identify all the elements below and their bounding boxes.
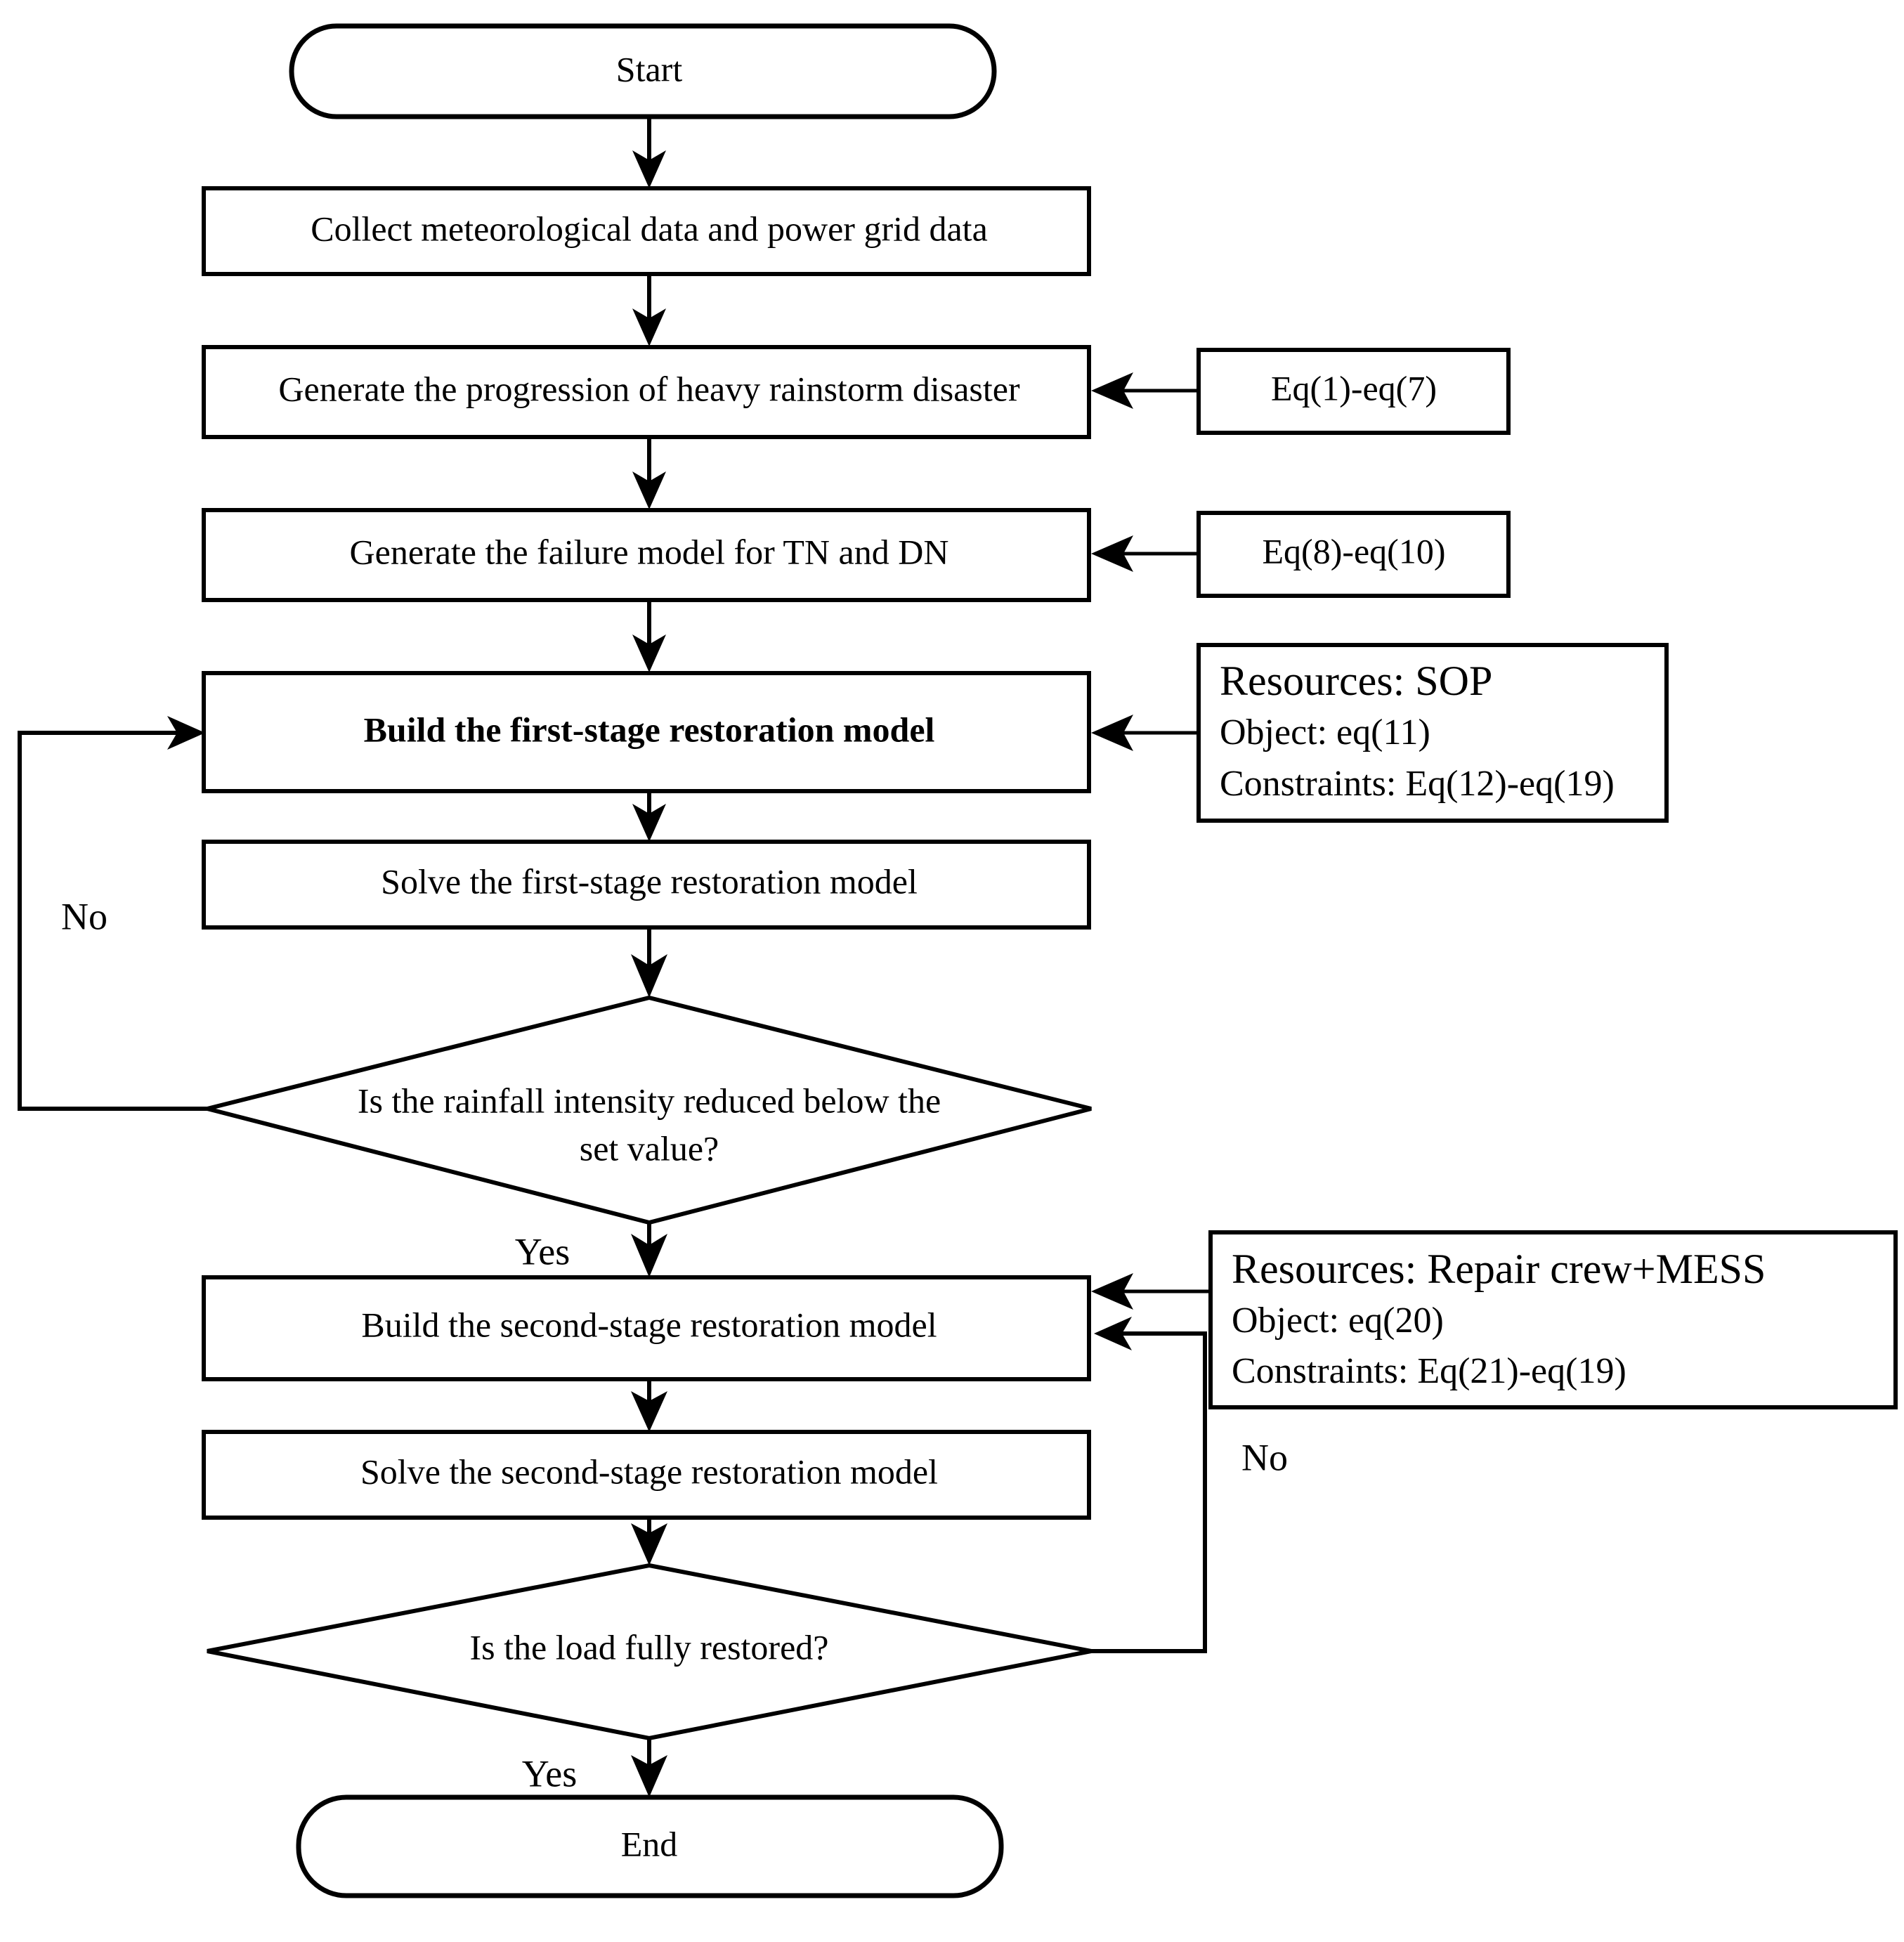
connector-no-loop-rain <box>18 716 207 1111</box>
node-build-first-stage[interactable]: Build the first-stage restoration model <box>202 671 1091 793</box>
node-generate-progression[interactable]: Generate the progression of heavy rainst… <box>202 345 1091 439</box>
side-box-eq-8-10-label: Eq(8)-eq(10) <box>1263 531 1446 571</box>
edge-label-no-rain: No <box>61 895 107 937</box>
connector-eq8-to-failure <box>1091 535 1199 572</box>
node-collect-data[interactable]: Collect meteorological data and power gr… <box>202 186 1091 276</box>
connector-failure-to-build-first <box>632 600 666 672</box>
side-box-eq-1-7[interactable]: Eq(1)-eq(7) <box>1196 348 1511 435</box>
side-box-resources-repair-heading: Resources: Repair crew+MESS <box>1232 1246 1766 1292</box>
connector-build-first-to-solve-first <box>632 791 666 842</box>
side-box-eq-1-7-label: Eq(1)-eq(7) <box>1271 368 1437 408</box>
node-decision-load-label: Is the load fully restored? <box>470 1627 829 1667</box>
node-decision-load[interactable]: Is the load fully restored? <box>207 1563 1092 1741</box>
node-generate-progression-label: Generate the progression of heavy rainst… <box>278 369 1020 408</box>
node-start-label: Start <box>616 49 683 89</box>
connector-resources-repair-to-build-second <box>1091 1273 1211 1310</box>
node-solve-second-stage-label: Solve the second-stage restoration model <box>360 1452 938 1491</box>
node-build-second-stage[interactable]: Build the second-stage restoration model <box>202 1275 1091 1381</box>
connector-decision-load-to-end <box>631 1738 667 1797</box>
node-build-second-stage-label: Build the second-stage restoration model <box>361 1305 937 1344</box>
side-box-resources-sop[interactable]: Resources: SOP Object: eq(11) Constraint… <box>1196 643 1669 823</box>
side-box-resources-sop-heading: Resources: SOP <box>1220 658 1492 704</box>
node-solve-first-stage[interactable]: Solve the first-stage restoration model <box>202 840 1091 930</box>
connector-progression-to-failure <box>632 437 666 509</box>
connector-start-to-collect <box>632 117 666 188</box>
node-collect-data-label: Collect meteorological data and power gr… <box>311 209 988 248</box>
connector-build-second-to-solve-second <box>631 1379 667 1432</box>
node-start[interactable]: Start <box>289 23 997 119</box>
node-decision-rainfall[interactable]: Is the rainfall intensity reduced below … <box>207 995 1092 1225</box>
connector-collect-to-progression <box>632 274 666 346</box>
side-box-resources-sop-constraints: Constraints: Eq(12)-eq(19) <box>1220 764 1615 804</box>
side-box-resources-repair[interactable]: Resources: Repair crew+MESS Object: eq(2… <box>1208 1230 1898 1409</box>
node-generate-failure-label: Generate the failure model for TN and DN <box>350 532 949 571</box>
connector-decision-rain-to-build-second <box>631 1223 667 1277</box>
side-box-resources-sop-object: Object: eq(11) <box>1220 712 1430 752</box>
node-solve-first-stage-label: Solve the first-stage restoration model <box>381 861 918 901</box>
node-build-first-stage-label: Build the first-stage restoration model <box>364 710 935 749</box>
node-end[interactable]: End <box>296 1794 1004 1898</box>
side-box-resources-repair-constraints: Constraints: Eq(21)-eq(19) <box>1232 1351 1626 1391</box>
edge-label-yes-load: Yes <box>522 1752 578 1794</box>
connector-solve-second-to-decision-load <box>631 1518 667 1565</box>
connector-eq1-to-progression <box>1091 372 1199 409</box>
connector-no-loop-load <box>1091 1317 1207 1653</box>
edge-label-yes-rain: Yes <box>515 1230 570 1272</box>
node-decision-rainfall-label-line1: Is the rainfall intensity reduced below … <box>358 1081 941 1120</box>
edge-label-no-load: No <box>1241 1436 1288 1478</box>
connector-resources-sop-to-build-first <box>1091 715 1199 751</box>
connector-solve-first-to-decision-rain <box>631 927 667 998</box>
side-box-eq-8-10[interactable]: Eq(8)-eq(10) <box>1196 511 1511 598</box>
node-end-label: End <box>621 1824 678 1863</box>
side-box-resources-repair-object: Object: eq(20) <box>1232 1301 1444 1341</box>
node-solve-second-stage[interactable]: Solve the second-stage restoration model <box>202 1430 1091 1520</box>
node-generate-failure[interactable]: Generate the failure model for TN and DN <box>202 508 1091 602</box>
node-decision-rainfall-label-line2: set value? <box>580 1128 719 1168</box>
